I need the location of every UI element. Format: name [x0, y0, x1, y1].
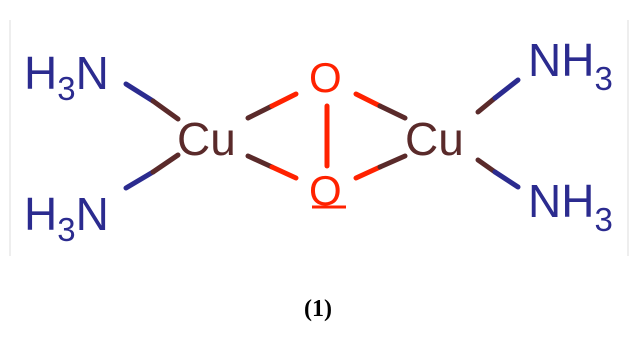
- ligand-top-left: H3N: [24, 47, 109, 107]
- figure-caption: (1): [304, 296, 332, 322]
- ligand-bottom-right: NH3: [528, 175, 613, 238]
- ligand-top-right: NH3: [528, 34, 613, 97]
- bond-bottom-right: [475, 157, 521, 190]
- ligand-bottom-left: H3N: [24, 188, 109, 248]
- o-top: O: [309, 54, 342, 101]
- cu-right: Cu: [405, 113, 464, 165]
- cu-left: Cu: [177, 113, 236, 165]
- bond-top-right: [475, 77, 521, 115]
- bond-bottom-left: [123, 152, 181, 191]
- bond-cu-left-o-top: [245, 91, 299, 121]
- bond-cu-left-o-bottom: [245, 153, 299, 181]
- bond-cu-right-o-top: [353, 91, 408, 121]
- bond-cu-right-o-bottom: [353, 153, 408, 181]
- bond-top-left: [123, 81, 181, 122]
